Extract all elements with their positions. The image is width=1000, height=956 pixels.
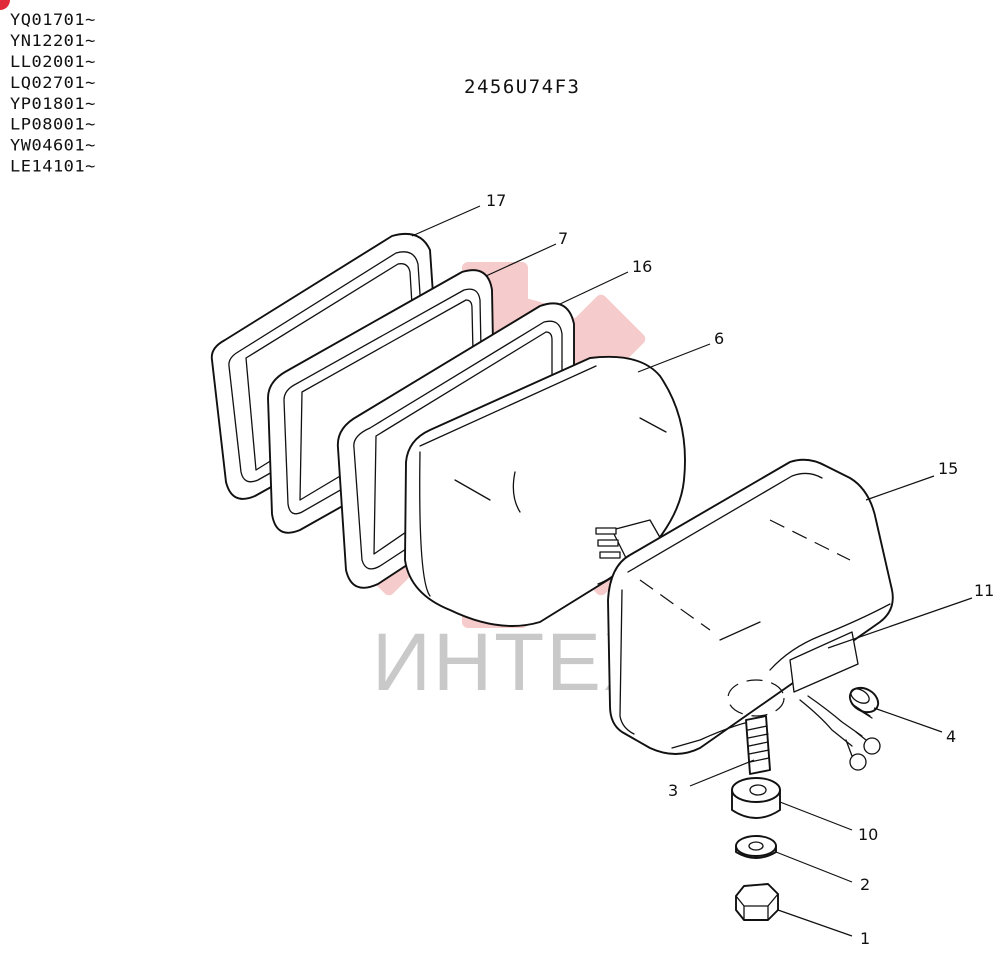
serial-range: LL02001~	[10, 52, 96, 72]
serial-range: LQ02701~	[10, 73, 96, 93]
part-number-label: 1	[860, 929, 870, 948]
label-plate-11	[789, 631, 859, 693]
part-number-label: 7	[558, 229, 568, 248]
part-number-label: 3	[668, 781, 678, 800]
part-number-label: 15	[938, 459, 958, 478]
hex-nut-1	[735, 883, 779, 921]
part-number-label: 6	[714, 329, 724, 348]
lamp-housing-15	[607, 458, 894, 771]
corner-badge	[0, 0, 10, 10]
serial-range: YP01801~	[10, 94, 96, 114]
leader-lines	[411, 205, 973, 937]
washer-2	[735, 835, 777, 859]
bolt-3	[745, 715, 771, 775]
serial-range: YQ01701~	[10, 10, 96, 30]
serial-range: YW04601~	[10, 136, 96, 156]
serial-range: LE14101~	[10, 157, 96, 177]
part-number-label: 11	[974, 581, 994, 600]
drawing-code: 2456U74F3	[464, 76, 581, 98]
part-number-label: 17	[486, 191, 506, 210]
wire-harness-icon	[799, 695, 881, 771]
grommet-4	[848, 686, 880, 719]
serial-range: LP08001~	[10, 115, 96, 135]
serial-range: YN12201~	[10, 31, 96, 51]
serial-range-list: YQ01701~ YN12201~ LL02001~ LQ02701~ YP01…	[10, 10, 96, 177]
spacer-10	[731, 777, 781, 819]
part-number-label: 4	[946, 727, 956, 746]
part-number-label: 2	[860, 875, 870, 894]
part-number-label: 10	[858, 825, 878, 844]
part-number-label: 16	[632, 257, 652, 276]
